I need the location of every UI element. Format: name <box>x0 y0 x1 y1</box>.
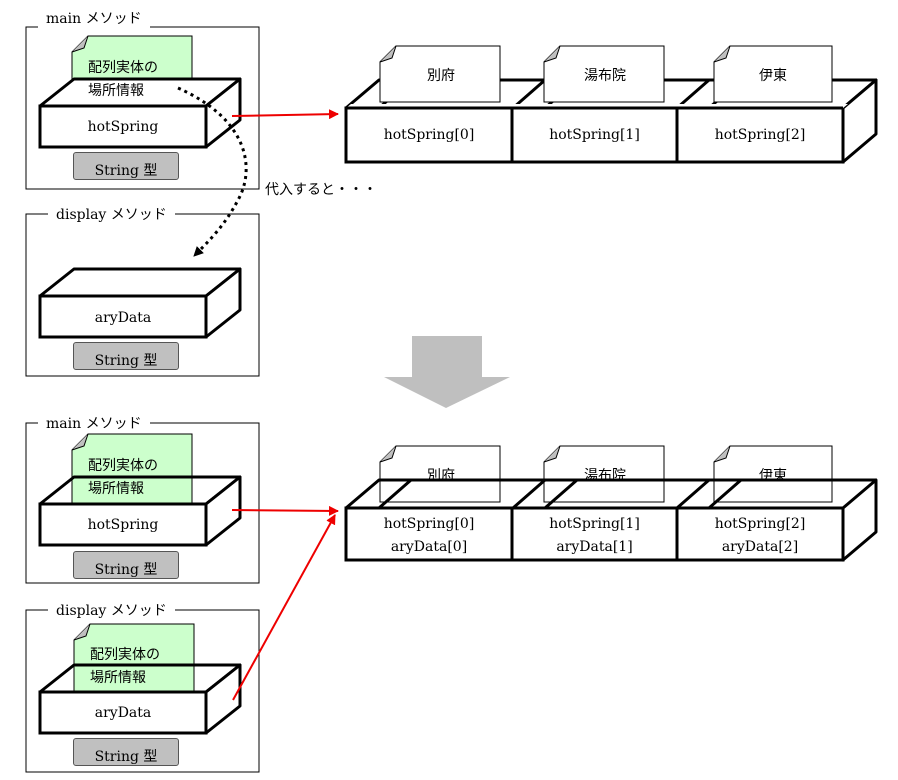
top-main-note-line-1: 配列実体の <box>88 59 158 75</box>
top-main-variable-label: hotSpring <box>87 119 159 135</box>
bottom-display-note-line-1: 配列実体の <box>90 646 160 662</box>
bottom-display-variable-label: aryData <box>94 705 152 721</box>
bottom-display-type-badge: String 型 <box>73 738 179 766</box>
bottom-main-method-title: main メソッド <box>38 415 150 433</box>
bottom-main-reference-arrow <box>231 505 339 516</box>
bottom-main-variable-box <box>38 475 242 547</box>
top-array-element-0: 別府 <box>427 67 455 83</box>
bottom-main-type-badge: String 型 <box>73 551 179 579</box>
top-display-variable-label: aryData <box>94 310 152 326</box>
top-main-type-badge: String 型 <box>73 152 179 180</box>
top-array-cell-1: hotSpring[1] <box>549 127 640 143</box>
top-main-note-line-2: 場所情報 <box>88 82 144 98</box>
top-display-variable-box <box>38 267 242 339</box>
top-main-method-title: main メソッド <box>38 10 150 28</box>
bottom-array-cell-1-line-2: aryData[1] <box>556 539 633 555</box>
top-display-method-title: display メソッド <box>48 206 175 224</box>
bottom-main-note-shape <box>71 433 193 505</box>
bottom-main-note-line-2: 場所情報 <box>88 480 144 496</box>
top-array-cell-0: hotSpring[0] <box>383 127 475 143</box>
bottom-array-cell-0-line-2: aryData[0] <box>390 539 468 555</box>
top-array-element-papers-front <box>346 45 848 110</box>
bottom-array-box <box>344 478 878 562</box>
bottom-array-cell-0-line-1: hotSpring[0] <box>383 516 475 532</box>
bottom-array-cell-1-line-1: hotSpring[1] <box>549 516 640 532</box>
bottom-display-variable-box <box>38 663 242 735</box>
top-array-element-1: 湯布院 <box>584 67 626 83</box>
top-array-cell-2: hotSpring[2] <box>714 127 806 143</box>
bottom-display-note-line-2: 場所情報 <box>90 669 146 685</box>
bottom-display-reference-arrow <box>232 514 336 701</box>
bottom-array-cell-2-line-1: hotSpring[2] <box>714 516 806 532</box>
top-array-element-2: 伊東 <box>759 67 787 83</box>
bottom-array-element-1: 湯布院 <box>584 467 626 483</box>
top-reference-arrow <box>231 109 339 120</box>
bottom-array-element-0: 別府 <box>427 467 455 483</box>
bottom-main-variable-label: hotSpring <box>87 517 159 533</box>
top-display-type-badge: String 型 <box>73 342 179 370</box>
bottom-main-note-line-1: 配列実体の <box>88 457 158 473</box>
transition-down-arrow <box>384 336 510 408</box>
assign-label: 代入すると・・・ <box>265 181 377 197</box>
bottom-array-cell-2-line-2: aryData[2] <box>721 539 799 555</box>
bottom-display-method-title: display メソッド <box>48 602 175 620</box>
bottom-array-element-2: 伊東 <box>759 467 787 483</box>
bottom-array-element-papers <box>379 445 833 503</box>
top-main-variable-box <box>38 77 242 149</box>
assign-dotted-arrow <box>177 86 248 258</box>
